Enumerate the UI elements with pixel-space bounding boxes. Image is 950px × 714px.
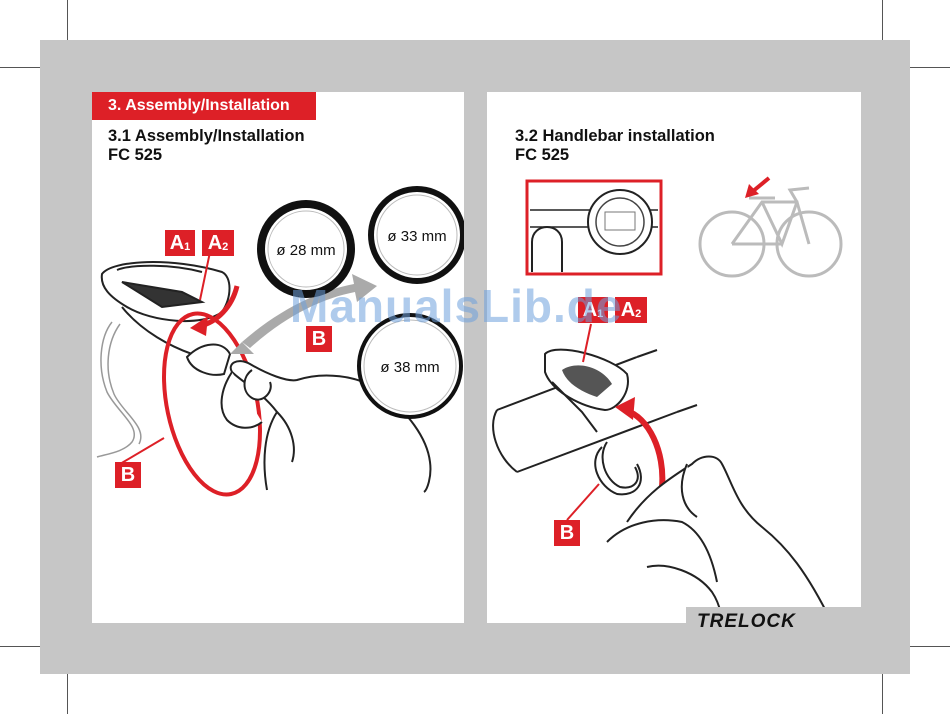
crop-mark: [882, 674, 883, 714]
crop-mark: [910, 67, 950, 68]
ring-label-28: ø 28 mm: [276, 242, 335, 259]
strap-drawing: [187, 345, 230, 375]
crop-mark: [67, 674, 68, 714]
brand-logo: TRELOCK: [697, 611, 796, 633]
holder-on-bar: [545, 350, 628, 432]
label-a1-letter: A: [170, 232, 184, 254]
pointer-line-b: [567, 484, 599, 520]
label-b-bottom: B: [115, 462, 141, 488]
bike-pointer-arrow: [745, 178, 769, 198]
inset-detail: [527, 181, 661, 274]
label-a1-sub: 1: [184, 241, 190, 253]
pointer-line-b: [120, 438, 164, 464]
label-a1: A1: [165, 230, 195, 256]
red-rotate-arrow: [615, 397, 662, 487]
crop-mark: [67, 0, 68, 40]
bike-icon: [700, 188, 841, 276]
label-a2-letter: A: [621, 299, 635, 321]
label-a2-sub: 2: [635, 308, 641, 320]
crop-mark: [0, 646, 40, 647]
strap-loop: [595, 442, 641, 494]
ring-label-33: ø 33 mm: [387, 228, 446, 245]
label-a2-letter: A: [208, 232, 222, 254]
crop-mark: [0, 67, 40, 68]
watermark: ManualsLib.de: [290, 279, 622, 333]
handlebar-illustration: [487, 92, 861, 623]
ring-33: ø 33 mm: [371, 189, 463, 281]
label-b: B: [554, 520, 580, 546]
label-a2-sub: 2: [222, 241, 228, 253]
crop-mark: [882, 0, 883, 40]
crop-mark: [910, 646, 950, 647]
left-page: 3. Assembly/Installation 3.1 Assembly/In…: [92, 92, 464, 623]
right-page: 3.2 Handlebar installation FC 525: [487, 92, 861, 623]
label-a2: A2: [202, 230, 234, 256]
ring-label-38: ø 38 mm: [380, 359, 439, 376]
assembly-illustration: ø 28 mm ø 33 mm ø 38 mm: [92, 92, 464, 623]
